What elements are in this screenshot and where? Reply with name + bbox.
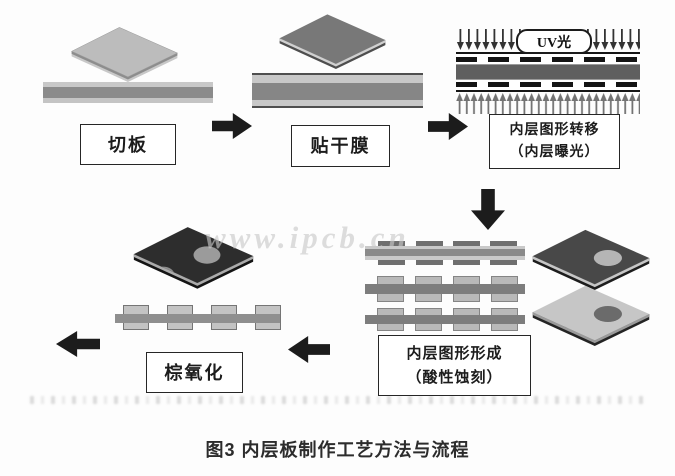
step-label-oxidation-text: 棕氧化 [164, 362, 225, 383]
dry-film-board-3d-graphic [279, 14, 386, 69]
step-label-exposure-line2: （内层曝光） [509, 144, 600, 160]
copper-pad [378, 241, 405, 246]
etched-board-dark-3d-graphic [532, 229, 650, 290]
laminate-bar-cut [43, 82, 213, 103]
step-label-dry-film: 贴干膜 [291, 125, 390, 167]
core-layer [456, 65, 640, 79]
step-label-etch-line1: 内层图形形成 [406, 345, 503, 362]
raw-board-3d-graphic [71, 26, 178, 82]
copper-pad [453, 260, 480, 265]
copper-pad [378, 260, 405, 265]
etched-bar-1 [365, 241, 525, 265]
step-label-etch-line2: （酸性蚀刻） [406, 369, 503, 386]
oxide-board-3d-graphic [133, 227, 254, 289]
step-label-cut-text: 切板 [108, 134, 148, 155]
step-label-cut: 切板 [80, 124, 176, 165]
step-label-dry-film-text: 贴干膜 [310, 136, 371, 156]
scan-noise-artifact [30, 396, 645, 404]
etched-board-light-3d-graphic [532, 285, 650, 346]
copper-pad [416, 260, 443, 265]
uv-light-label: UV光 [536, 35, 572, 51]
etched-bar-3 [365, 308, 525, 331]
step-label-exposure-line1: 内层图形转移 [509, 122, 600, 138]
flow-arrow-left-1 [288, 336, 330, 363]
oxide-bar [115, 305, 281, 330]
figure-caption: 图3 内层板制作工艺方法与流程 [205, 440, 470, 460]
step-label-exposure: 内层图形转移 （内层曝光） [489, 114, 620, 169]
flow-arrow-left-2 [56, 331, 100, 357]
core-bar [365, 284, 525, 294]
stack-gap [456, 87, 640, 90]
flow-arrow-down [471, 189, 505, 230]
copper-pad [453, 241, 480, 246]
step-label-oxidation: 棕氧化 [146, 352, 243, 393]
stack-outline-bottom [456, 90, 640, 92]
etched-bar-2 [365, 276, 525, 302]
copper-pad [490, 241, 517, 246]
copper-pad [490, 260, 517, 265]
stack-gap [456, 62, 640, 64]
uv-arrows-up-graphic [456, 93, 640, 114]
core-bar [115, 314, 280, 323]
stack-thin-line [456, 79, 640, 80]
core-bar [365, 315, 525, 324]
flow-arrow-right-1 [212, 113, 252, 139]
film-mask-bottom [456, 82, 640, 87]
watermark-text: www.ipcb.cn [205, 220, 410, 255]
stack-thin-line [456, 64, 640, 65]
stack-gap [456, 80, 640, 82]
film-mask-top [456, 57, 640, 62]
laminate-core [365, 246, 525, 260]
copper-pad [416, 241, 443, 246]
laminate-bar-dry-film [252, 73, 423, 108]
exposure-layer-stack [456, 52, 640, 92]
uv-light-badge: UV光 [516, 29, 592, 54]
step-label-etch: 内层图形形成 （酸性蚀刻） [378, 335, 531, 396]
flow-arrow-right-2 [428, 113, 468, 140]
stack-gap [456, 54, 640, 57]
